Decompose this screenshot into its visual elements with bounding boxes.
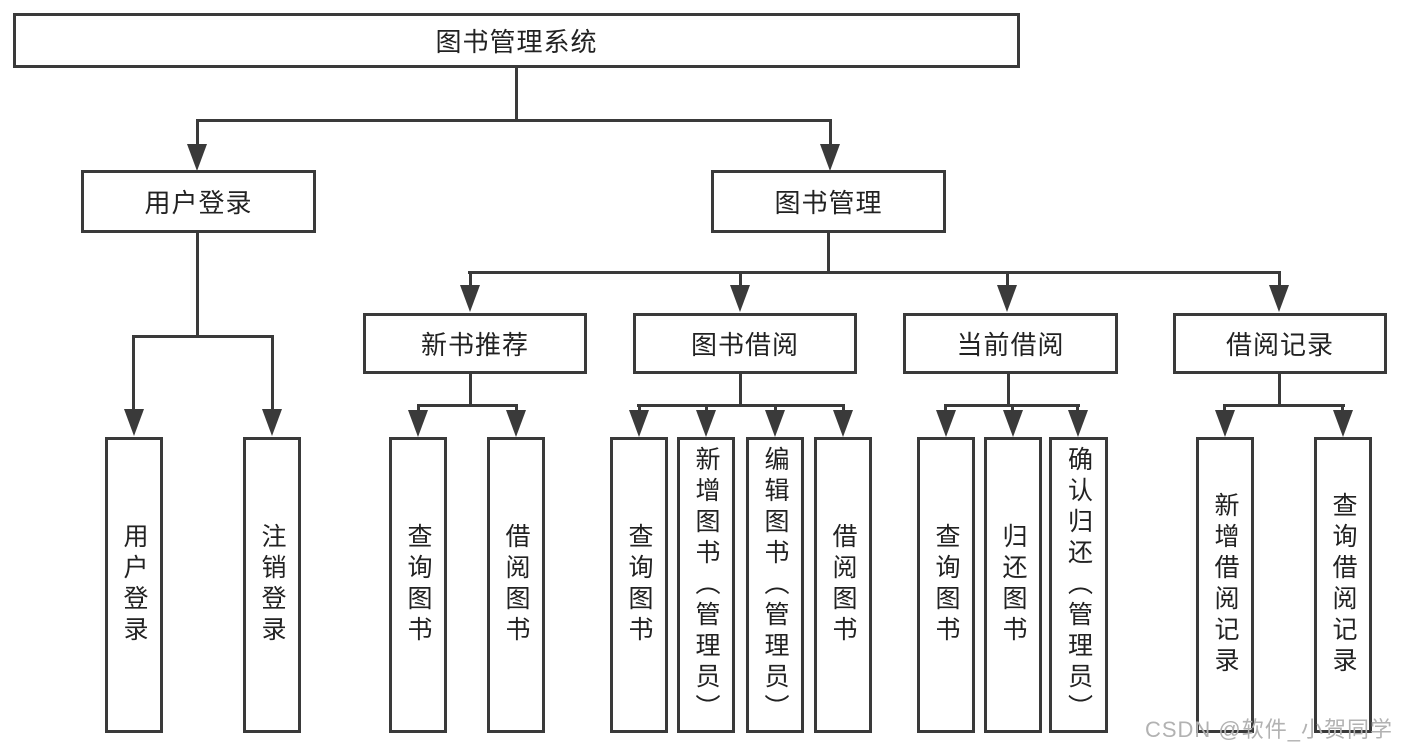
connector-line <box>638 404 641 414</box>
leaf-bb-borrow-book: 借阅图书 <box>814 437 872 733</box>
leaf-cb-return-book-label: 归还图书 <box>999 523 1027 647</box>
arrow-down-icon <box>506 410 526 437</box>
leaf-cb-return-book: 归还图书 <box>984 437 1042 733</box>
connector-line <box>468 271 1281 274</box>
arrow-down-icon <box>730 285 750 312</box>
connector-line <box>469 271 472 289</box>
leaf-user-login-label: 用户登录 <box>120 523 148 647</box>
connector-line <box>132 335 274 338</box>
leaf-br-add-record: 新增借阅记录 <box>1196 437 1254 733</box>
leaf-cb-query-book-label: 查询图书 <box>932 523 960 647</box>
connector-line <box>637 404 845 407</box>
leaf-nbr-query-book: 查询图书 <box>389 437 447 733</box>
leaf-logout-label: 注销登录 <box>258 523 286 647</box>
arrow-down-icon <box>833 410 853 437</box>
connector-line <box>1341 404 1344 414</box>
leaf-bb-edit-book-admin: 编辑图书（管理员） <box>746 437 804 733</box>
node-new-book-recommend-label: 新书推荐 <box>420 330 529 360</box>
node-user-login: 用户登录 <box>81 170 316 233</box>
arrow-down-icon <box>696 410 716 437</box>
leaf-nbr-query-book-label: 查询图书 <box>404 523 432 647</box>
arrow-down-icon <box>262 409 282 436</box>
connector-line <box>1223 404 1345 407</box>
leaf-nbr-borrow-book-label: 借阅图书 <box>502 523 530 647</box>
arrow-down-icon <box>1068 410 1088 437</box>
node-user-login-label: 用户登录 <box>144 188 253 218</box>
node-book-borrow: 图书借阅 <box>633 313 857 374</box>
leaf-cb-confirm-return-admin: 确认归还（管理员） <box>1049 437 1108 733</box>
arrow-down-icon <box>997 285 1017 312</box>
node-borrow-records-label: 借阅记录 <box>1225 330 1334 360</box>
node-root: 图书管理系统 <box>13 13 1020 68</box>
connector-line <box>829 119 832 148</box>
connector-line <box>1278 271 1281 289</box>
connector-line <box>842 404 845 414</box>
connector-line <box>469 372 472 407</box>
node-borrow-records: 借阅记录 <box>1173 313 1387 374</box>
leaf-bb-query-book: 查询图书 <box>610 437 668 733</box>
connector-line <box>132 335 135 413</box>
leaf-nbr-borrow-book: 借阅图书 <box>487 437 545 733</box>
leaf-cb-query-book: 查询图书 <box>917 437 975 733</box>
arrow-down-icon <box>629 410 649 437</box>
connector-line <box>944 404 947 414</box>
node-book-borrow-label: 图书借阅 <box>690 330 799 360</box>
arrow-down-icon <box>460 285 480 312</box>
connector-line <box>196 231 199 338</box>
node-root-label: 图书管理系统 <box>435 27 598 57</box>
leaf-cb-confirm-return-admin-label: 确认归还（管理员） <box>1064 445 1093 725</box>
connector-line <box>515 66 518 121</box>
arrow-down-icon <box>1269 285 1289 312</box>
leaf-logout: 注销登录 <box>243 437 301 733</box>
leaf-br-query-record: 查询借阅记录 <box>1314 437 1372 733</box>
connector-line <box>417 404 420 414</box>
leaf-bb-add-book-admin-label: 新增图书（管理员） <box>692 445 720 725</box>
leaf-bb-edit-book-admin-label: 编辑图书（管理员） <box>761 445 789 725</box>
node-book-management: 图书管理 <box>711 170 946 233</box>
node-new-book-recommend: 新书推荐 <box>363 313 587 374</box>
leaf-bb-query-book-label: 查询图书 <box>625 523 653 647</box>
connector-line <box>1011 404 1014 414</box>
arrow-down-icon <box>820 144 840 171</box>
leaf-br-add-record-label: 新增借阅记录 <box>1211 492 1239 678</box>
connector-line <box>417 404 518 407</box>
arrow-down-icon <box>1333 410 1353 437</box>
arrow-down-icon <box>1215 410 1235 437</box>
connector-line <box>1076 404 1079 414</box>
arrow-down-icon <box>936 410 956 437</box>
arrow-down-icon <box>187 144 207 171</box>
leaf-bb-add-book-admin: 新增图书（管理员） <box>677 437 735 733</box>
connector-line <box>196 119 832 122</box>
node-book-management-label: 图书管理 <box>774 188 883 218</box>
arrow-down-icon <box>765 410 785 437</box>
leaf-user-login: 用户登录 <box>105 437 163 733</box>
leaf-br-query-record-label: 查询借阅记录 <box>1329 492 1357 678</box>
connector-line <box>739 271 742 289</box>
arrow-down-icon <box>1003 410 1023 437</box>
arrow-down-icon <box>124 409 144 436</box>
connector-line <box>271 335 274 413</box>
connector-line <box>196 119 199 148</box>
leaf-bb-borrow-book-label: 借阅图书 <box>829 523 857 647</box>
connector-line <box>1006 271 1009 289</box>
connector-line <box>515 404 518 414</box>
node-current-borrow: 当前借阅 <box>903 313 1118 374</box>
connector-line <box>774 404 777 414</box>
connector-line <box>827 231 830 274</box>
connector-line <box>1223 404 1226 414</box>
connector-line <box>1007 372 1010 407</box>
node-current-borrow-label: 当前借阅 <box>956 330 1065 360</box>
watermark: CSDN @软件_小贺同学 <box>1144 717 1393 742</box>
arrow-down-icon <box>408 410 428 437</box>
connector-line <box>705 404 708 414</box>
connector-line <box>1278 372 1281 407</box>
connector-line <box>739 372 742 407</box>
